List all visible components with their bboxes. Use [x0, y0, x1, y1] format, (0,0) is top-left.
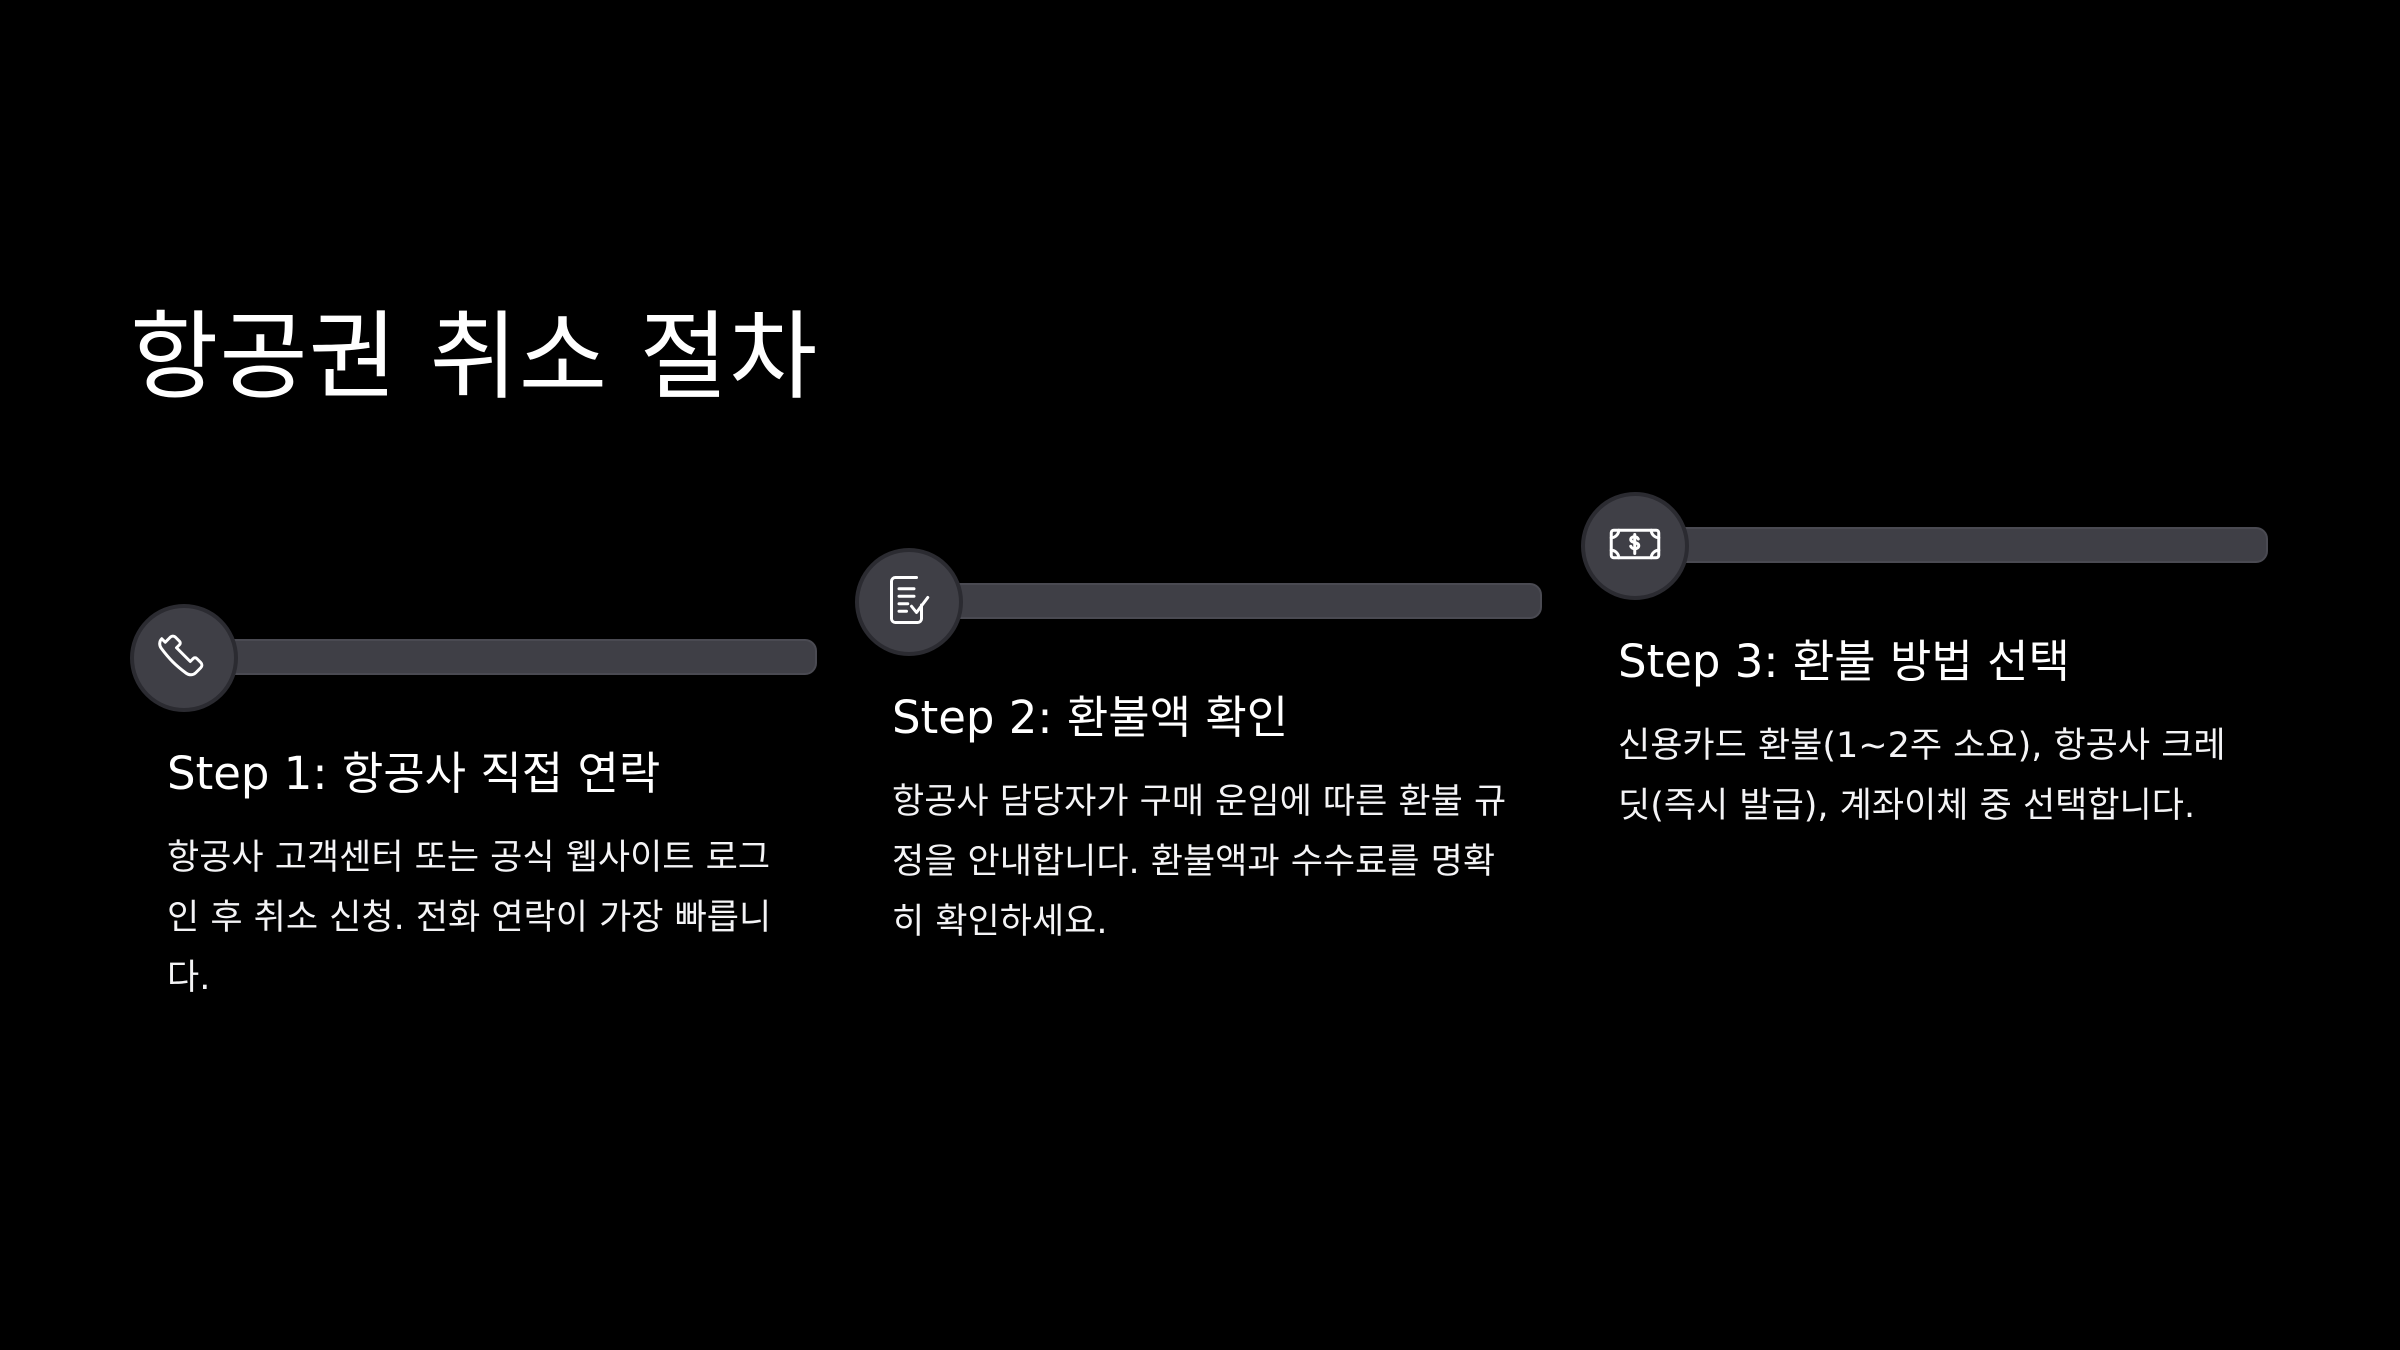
step-3-icon-badge — [1581, 492, 1689, 600]
step-1-heading: Step 1: 항공사 직접 연락 — [167, 747, 661, 800]
step-3-heading: Step 3: 환불 방법 선택 — [1618, 635, 2070, 688]
step-1-icon-badge — [130, 604, 238, 712]
step-3: Step 3: 환불 방법 선택 신용카드 환불(1~2주 소요), 항공사 크… — [1581, 492, 2271, 992]
document-check-icon — [879, 570, 939, 634]
step-1: Step 1: 항공사 직접 연락 항공사 고객센터 또는 공식 웹사이트 로그… — [130, 604, 820, 1104]
phone-icon — [154, 626, 214, 690]
step-2: Step 2: 환불액 확인 항공사 담당자가 구매 운임에 따른 환불 규정을… — [855, 548, 1545, 1048]
step-2-description: 항공사 담당자가 구매 운임에 따른 환불 규정을 안내합니다. 환불액과 수수… — [892, 782, 1507, 942]
step-1-description: 항공사 고객센터 또는 공식 웹사이트 로그인 후 취소 신청. 전화 연락이 … — [167, 838, 772, 998]
step-3-track — [1661, 527, 2268, 563]
money-bill-icon — [1605, 514, 1665, 578]
step-1-track — [210, 639, 817, 675]
step-3-description: 신용카드 환불(1~2주 소요), 항공사 크레딧(즉시 발급), 계좌이체 중… — [1618, 726, 2226, 826]
slide-title: 항공권 취소 절차 — [130, 301, 819, 413]
step-2-heading: Step 2: 환불액 확인 — [892, 691, 1289, 744]
step-2-icon-badge — [855, 548, 963, 656]
step-2-track — [935, 583, 1542, 619]
